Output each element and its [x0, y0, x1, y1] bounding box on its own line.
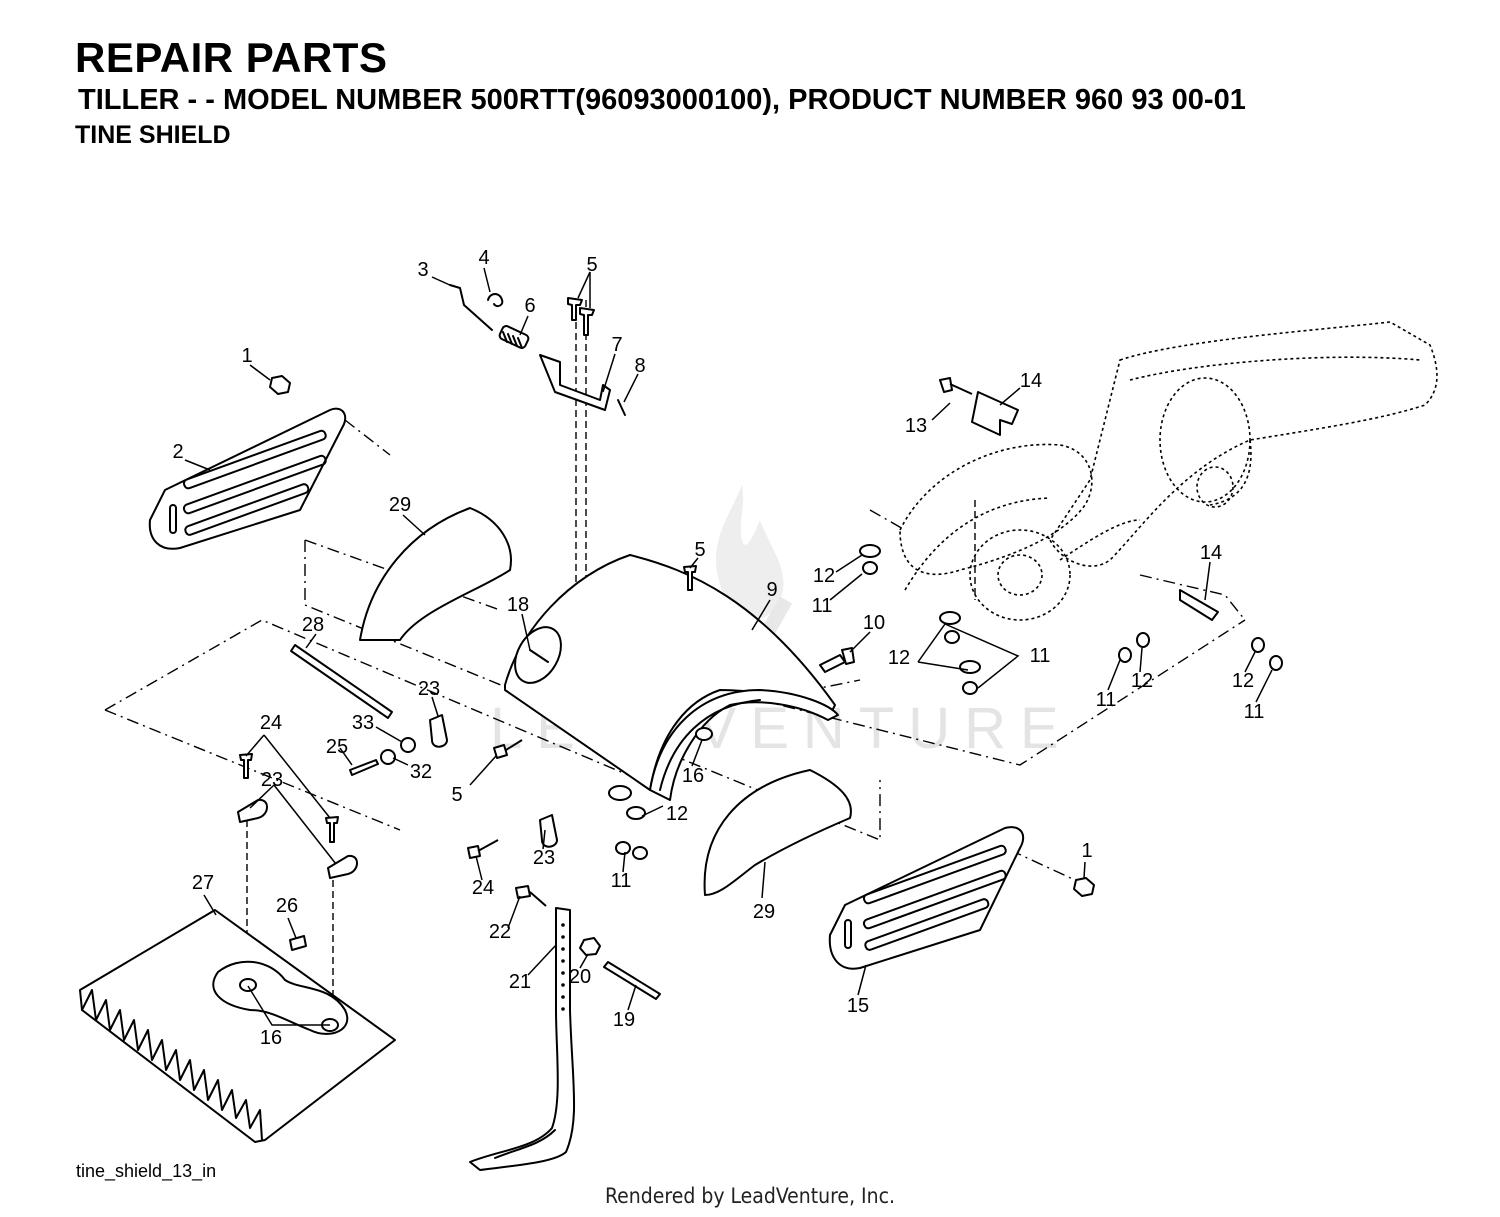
part-side-plate-right	[828, 826, 1025, 970]
part-bolt-24c	[467, 839, 499, 859]
callout-24-b: 24	[472, 877, 494, 899]
part-bolt-5d	[493, 739, 523, 759]
part-nut-1-left	[269, 375, 291, 395]
callout-12-d: 12	[1232, 670, 1254, 692]
callout-5-lower: 5	[451, 784, 462, 806]
callout-7: 7	[611, 334, 622, 356]
leader-lines	[184, 267, 1273, 1026]
callout-22: 22	[489, 921, 511, 943]
part-flap-27	[79, 909, 396, 1143]
callout-6: 6	[524, 295, 535, 317]
part-bracket-7	[539, 354, 611, 411]
part-shield-lower	[703, 769, 852, 896]
part-bolt-24a	[239, 753, 253, 779]
callout-11-d: 11	[1244, 701, 1265, 723]
part-nut-1-right	[1073, 877, 1095, 897]
part-side-plate-left	[148, 407, 347, 550]
callout-10: 10	[863, 612, 885, 634]
callout-19: 19	[613, 1009, 635, 1031]
part-pin-19	[603, 961, 661, 1000]
callout-23-a: 23	[418, 678, 440, 700]
callout-1-right: 1	[1081, 840, 1092, 862]
flame-v-logo-icon	[715, 485, 784, 620]
callout-24-a: 24	[260, 712, 282, 734]
section-title: TINE SHIELD	[75, 121, 231, 149]
part-depth-bar-21	[469, 907, 576, 1171]
callout-23-b: 23	[261, 769, 283, 791]
model-subtitle: TILLER - - MODEL NUMBER 500RTT(960930001…	[78, 84, 1246, 116]
callout-14-upper: 14	[1020, 370, 1042, 392]
part-bolt-22	[515, 885, 547, 907]
callout-18: 18	[507, 594, 529, 616]
callout-12-c: 12	[1131, 670, 1153, 692]
part-bracket-14-upper	[971, 391, 1019, 436]
callout-12-e: 12	[666, 803, 688, 825]
callout-27: 27	[192, 872, 214, 894]
callout-16-hood: 16	[682, 765, 704, 787]
callout-11-c: 11	[1096, 689, 1117, 711]
callout-11-b: 11	[1030, 645, 1051, 667]
callout-4: 4	[478, 247, 489, 269]
drawing-id: tine_shield_13_in	[76, 1161, 217, 1181]
callout-15: 15	[847, 995, 869, 1017]
part-clip-4	[487, 293, 504, 308]
callout-20: 20	[569, 966, 591, 988]
callout-labels: 1 2 3 4 5 6 7 8 29 28 18 5 9 13 14 12 11…	[172, 247, 1264, 1049]
part-bolt-13	[939, 377, 973, 395]
callout-29-upper: 29	[389, 494, 411, 516]
callout-13: 13	[905, 415, 927, 437]
callout-5-hood: 5	[694, 539, 705, 561]
callout-11-e: 11	[611, 870, 632, 892]
part-bolt-5b	[579, 307, 595, 336]
render-credit: Rendered by LeadVenture, Inc.	[605, 1184, 895, 1208]
callout-9: 9	[766, 579, 777, 601]
callout-23-c: 23	[533, 847, 555, 869]
tiller-body-outline	[899, 321, 1438, 621]
part-tine-hood	[504, 554, 839, 801]
callout-8: 8	[634, 355, 645, 377]
part-shield-upper	[359, 507, 512, 641]
washers-and-nuts	[380, 544, 1283, 860]
callout-3: 3	[417, 259, 428, 281]
callout-11-a: 11	[812, 595, 833, 617]
part-bracket-14-lower	[1179, 589, 1219, 621]
part-clamp-23d	[327, 854, 358, 879]
callout-12-b: 12	[888, 647, 910, 669]
callout-16-flap: 16	[260, 1027, 282, 1049]
part-clamp-23b	[539, 814, 558, 848]
part-clamp-23c	[237, 798, 268, 823]
callout-33: 33	[352, 712, 374, 734]
part-bolt-10	[819, 647, 855, 673]
page-title: REPAIR PARTS	[75, 34, 388, 81]
part-nut-20	[579, 937, 601, 956]
callout-21: 21	[509, 971, 531, 993]
part-spring-6	[498, 325, 530, 349]
callout-5: 5	[586, 254, 597, 276]
part-pin-3	[449, 284, 493, 331]
callout-2: 2	[172, 441, 183, 463]
part-clamp-23a	[429, 714, 448, 748]
part-bolt-24b	[325, 816, 339, 843]
part-screw-8	[617, 399, 626, 416]
callout-12-a: 12	[813, 565, 835, 587]
part-pin-25	[349, 759, 379, 776]
part-rod-28	[290, 644, 393, 719]
callout-14-lower: 14	[1200, 542, 1222, 564]
part-bolt-5a	[567, 297, 583, 321]
callout-26: 26	[276, 895, 298, 917]
callout-1: 1	[241, 345, 252, 367]
callout-29-lower: 29	[753, 901, 775, 923]
part-bolt-5c	[683, 565, 697, 591]
callout-32: 32	[410, 761, 432, 783]
callout-28: 28	[302, 614, 324, 636]
callout-25: 25	[326, 736, 348, 758]
